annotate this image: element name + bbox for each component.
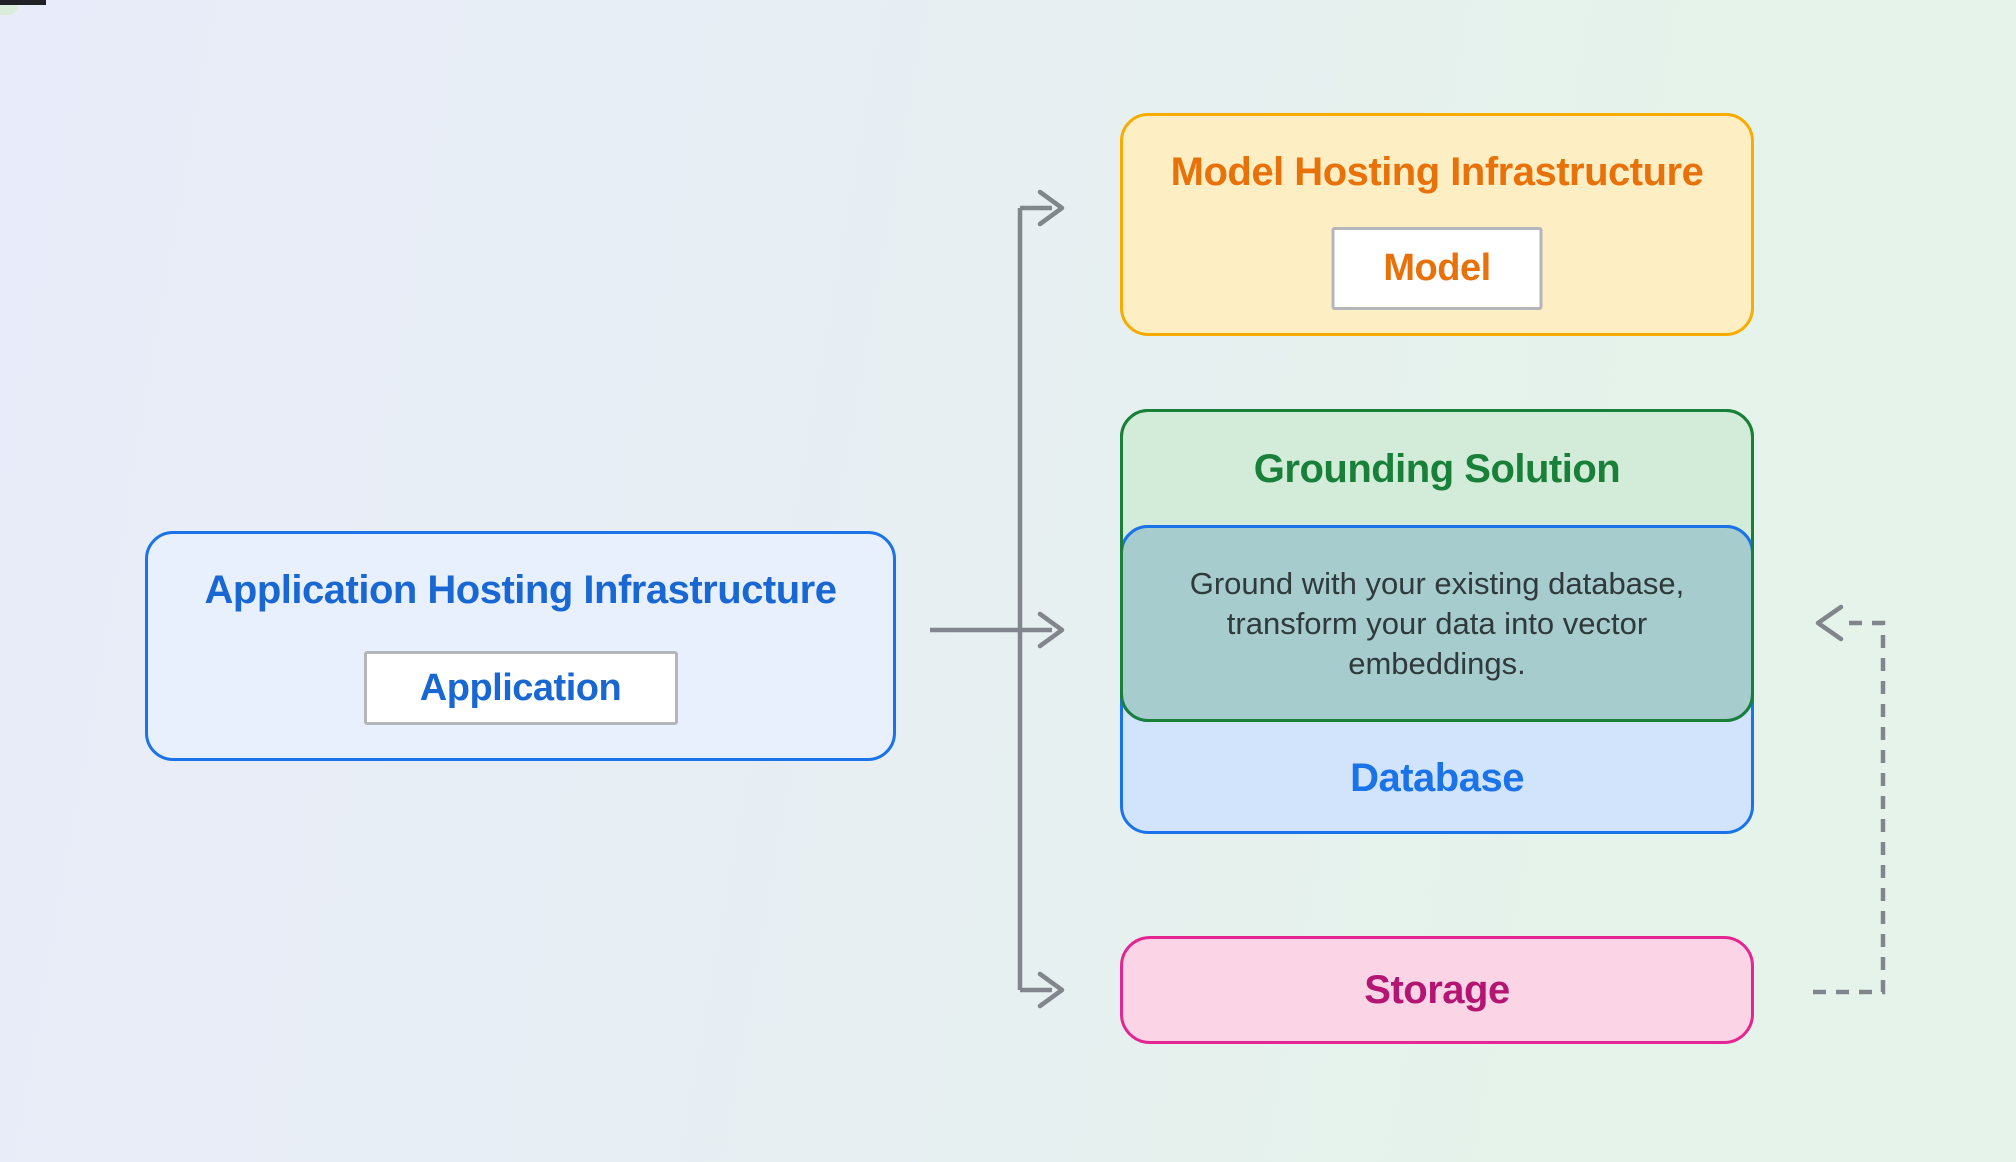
arrowhead-to-grounding	[1037, 611, 1065, 649]
dashed-arrowhead-to-grounding	[1815, 604, 1844, 642]
grounding-solution-group: Ground with your existing database, tran…	[1120, 409, 1754, 834]
storage-label: Storage	[1364, 967, 1510, 1012]
arrowhead-to-storage	[1037, 971, 1065, 1009]
storage-box: Storage	[1120, 936, 1754, 1044]
application-hosting-title: Application Hosting Infrastructure	[204, 568, 837, 612]
grounding-note-text: Ground with your existing database, tran…	[1189, 565, 1685, 681]
arrowhead-to-model	[1037, 189, 1065, 227]
dashed-feedback-connector	[1813, 620, 1886, 995]
model-chip: Model	[1331, 227, 1543, 310]
grounding-database-overlap: Ground with your existing database, tran…	[1120, 525, 1754, 722]
database-label: Database	[1350, 755, 1524, 800]
model-hosting-title: Model Hosting Infrastructure	[1170, 150, 1704, 194]
application-chip: Application	[363, 651, 678, 725]
application-hosting-box: Application Hosting Infrastructure Appli…	[145, 531, 896, 761]
model-hosting-box: Model Hosting Infrastructure Model	[1120, 113, 1754, 336]
application-chip-label: Application	[419, 666, 622, 709]
model-chip-label: Model	[1383, 247, 1491, 289]
grounding-solution-title: Grounding Solution	[1253, 447, 1621, 491]
screenshot-corner-artifact-green	[0, 5, 18, 15]
solid-branch-connector	[930, 205, 1052, 993]
screenshot-corner-artifact	[0, 0, 46, 5]
